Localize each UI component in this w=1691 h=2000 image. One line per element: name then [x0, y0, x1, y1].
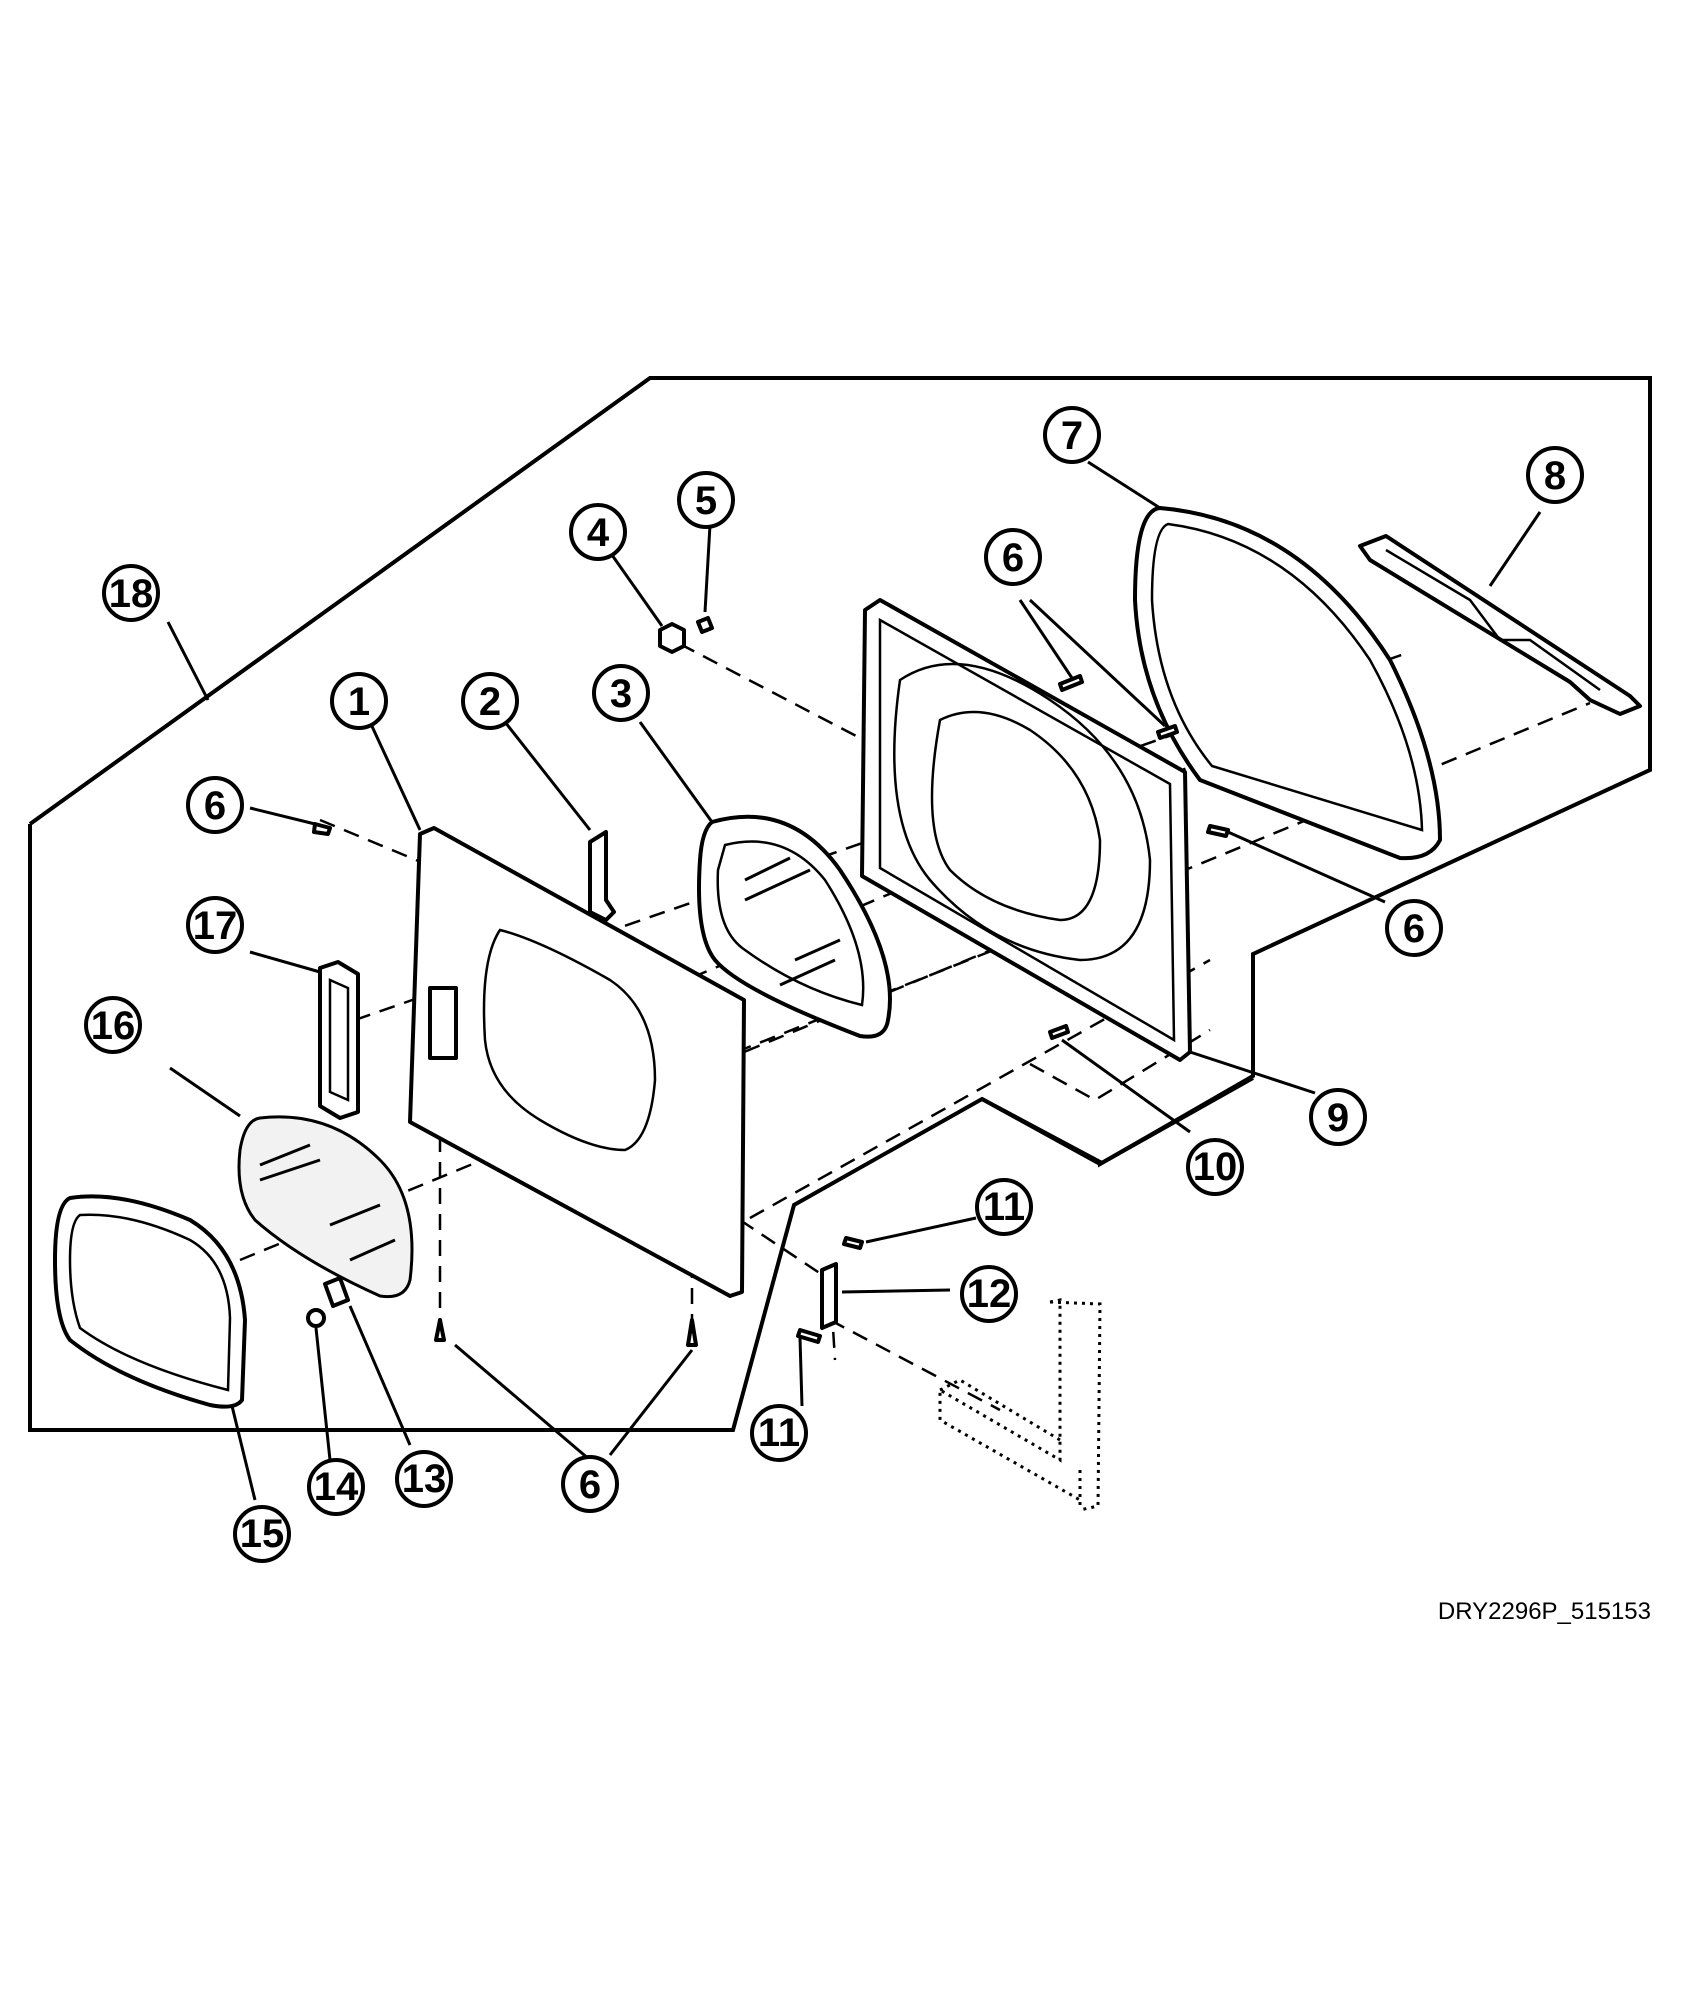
cabinet-bracket-outline — [938, 1298, 1102, 1512]
callout-5: 5 — [677, 471, 735, 529]
callout-12-label: 12 — [967, 1272, 1012, 1316]
clip-part — [658, 622, 686, 654]
assembly-boundary-step — [981, 1076, 1254, 1167]
latch-strike-part — [588, 830, 616, 922]
callout-7-label: 7 — [1061, 414, 1083, 458]
callout-6-bottom-label: 6 — [579, 1463, 601, 1507]
callout-9: 9 — [1309, 1088, 1367, 1146]
door-panel-part — [408, 826, 746, 1298]
callout-15: 15 — [233, 1505, 291, 1563]
nut-part — [306, 1308, 326, 1328]
callout-5-label: 5 — [695, 479, 717, 523]
callout-15-label: 15 — [240, 1512, 285, 1556]
callout-10: 10 — [1186, 1138, 1244, 1196]
gasket-part — [1133, 506, 1442, 861]
callout-18: 18 — [102, 564, 160, 622]
drawing-id-label: DRY2296P_515153 — [1437, 1598, 1651, 1625]
callout-14-label: 14 — [314, 1465, 359, 1509]
callout-8: 8 — [1526, 446, 1584, 504]
callout-11-bottom-label: 11 — [758, 1411, 800, 1455]
screw-parts — [312, 674, 1230, 1347]
callout-13-label: 13 — [402, 1457, 447, 1501]
door-liner-part — [697, 814, 892, 1039]
callout-16-label: 16 — [91, 1004, 136, 1048]
callout-3: 3 — [592, 664, 650, 722]
callout-8-label: 8 — [1544, 454, 1566, 498]
leader-lines — [166, 460, 1542, 1501]
door-glass-part — [237, 1115, 414, 1299]
callout-11-top: 11 — [975, 1178, 1033, 1236]
callout-6-right-label: 6 — [1403, 907, 1425, 951]
callout-3-label: 3 — [610, 672, 632, 716]
callout-12: 12 — [960, 1265, 1018, 1323]
callout-6-top: 6 — [984, 528, 1042, 586]
callout-17-label: 17 — [193, 904, 238, 948]
callout-11-bottom: 11 — [750, 1404, 808, 1462]
callout-6-right: 6 — [1385, 899, 1443, 957]
callout-13: 13 — [395, 1450, 453, 1508]
door-handle-part — [1358, 534, 1642, 716]
callout-6-top-label: 6 — [1002, 536, 1024, 580]
hinge-part — [820, 1262, 838, 1330]
callout-11-top-label: 11 — [983, 1185, 1025, 1229]
callout-16: 16 — [84, 996, 142, 1054]
callout-17: 17 — [186, 896, 244, 954]
callout-18-label: 18 — [109, 572, 154, 616]
callout-7: 7 — [1043, 406, 1101, 464]
callout-14: 14 — [307, 1458, 365, 1516]
latch-part — [323, 1276, 350, 1308]
callout-6-left-label: 6 — [204, 784, 226, 828]
callout-1-label: 1 — [348, 680, 370, 724]
callout-10-label: 10 — [1193, 1145, 1238, 1189]
callout-9-label: 9 — [1327, 1096, 1349, 1140]
callout-2: 2 — [461, 672, 519, 730]
handle-cup-part — [318, 960, 360, 1120]
callout-4-label: 4 — [587, 511, 610, 555]
callout-2-label: 2 — [479, 680, 501, 724]
callout-1: 1 — [330, 672, 388, 730]
callout-6-left: 6 — [186, 776, 244, 834]
callout-4: 4 — [569, 503, 627, 561]
door-trim-ring-part — [53, 1194, 247, 1409]
door-frame-part — [860, 598, 1192, 1062]
callout-6-bottom: 6 — [561, 1455, 619, 1513]
clip-nut-part — [696, 616, 714, 634]
